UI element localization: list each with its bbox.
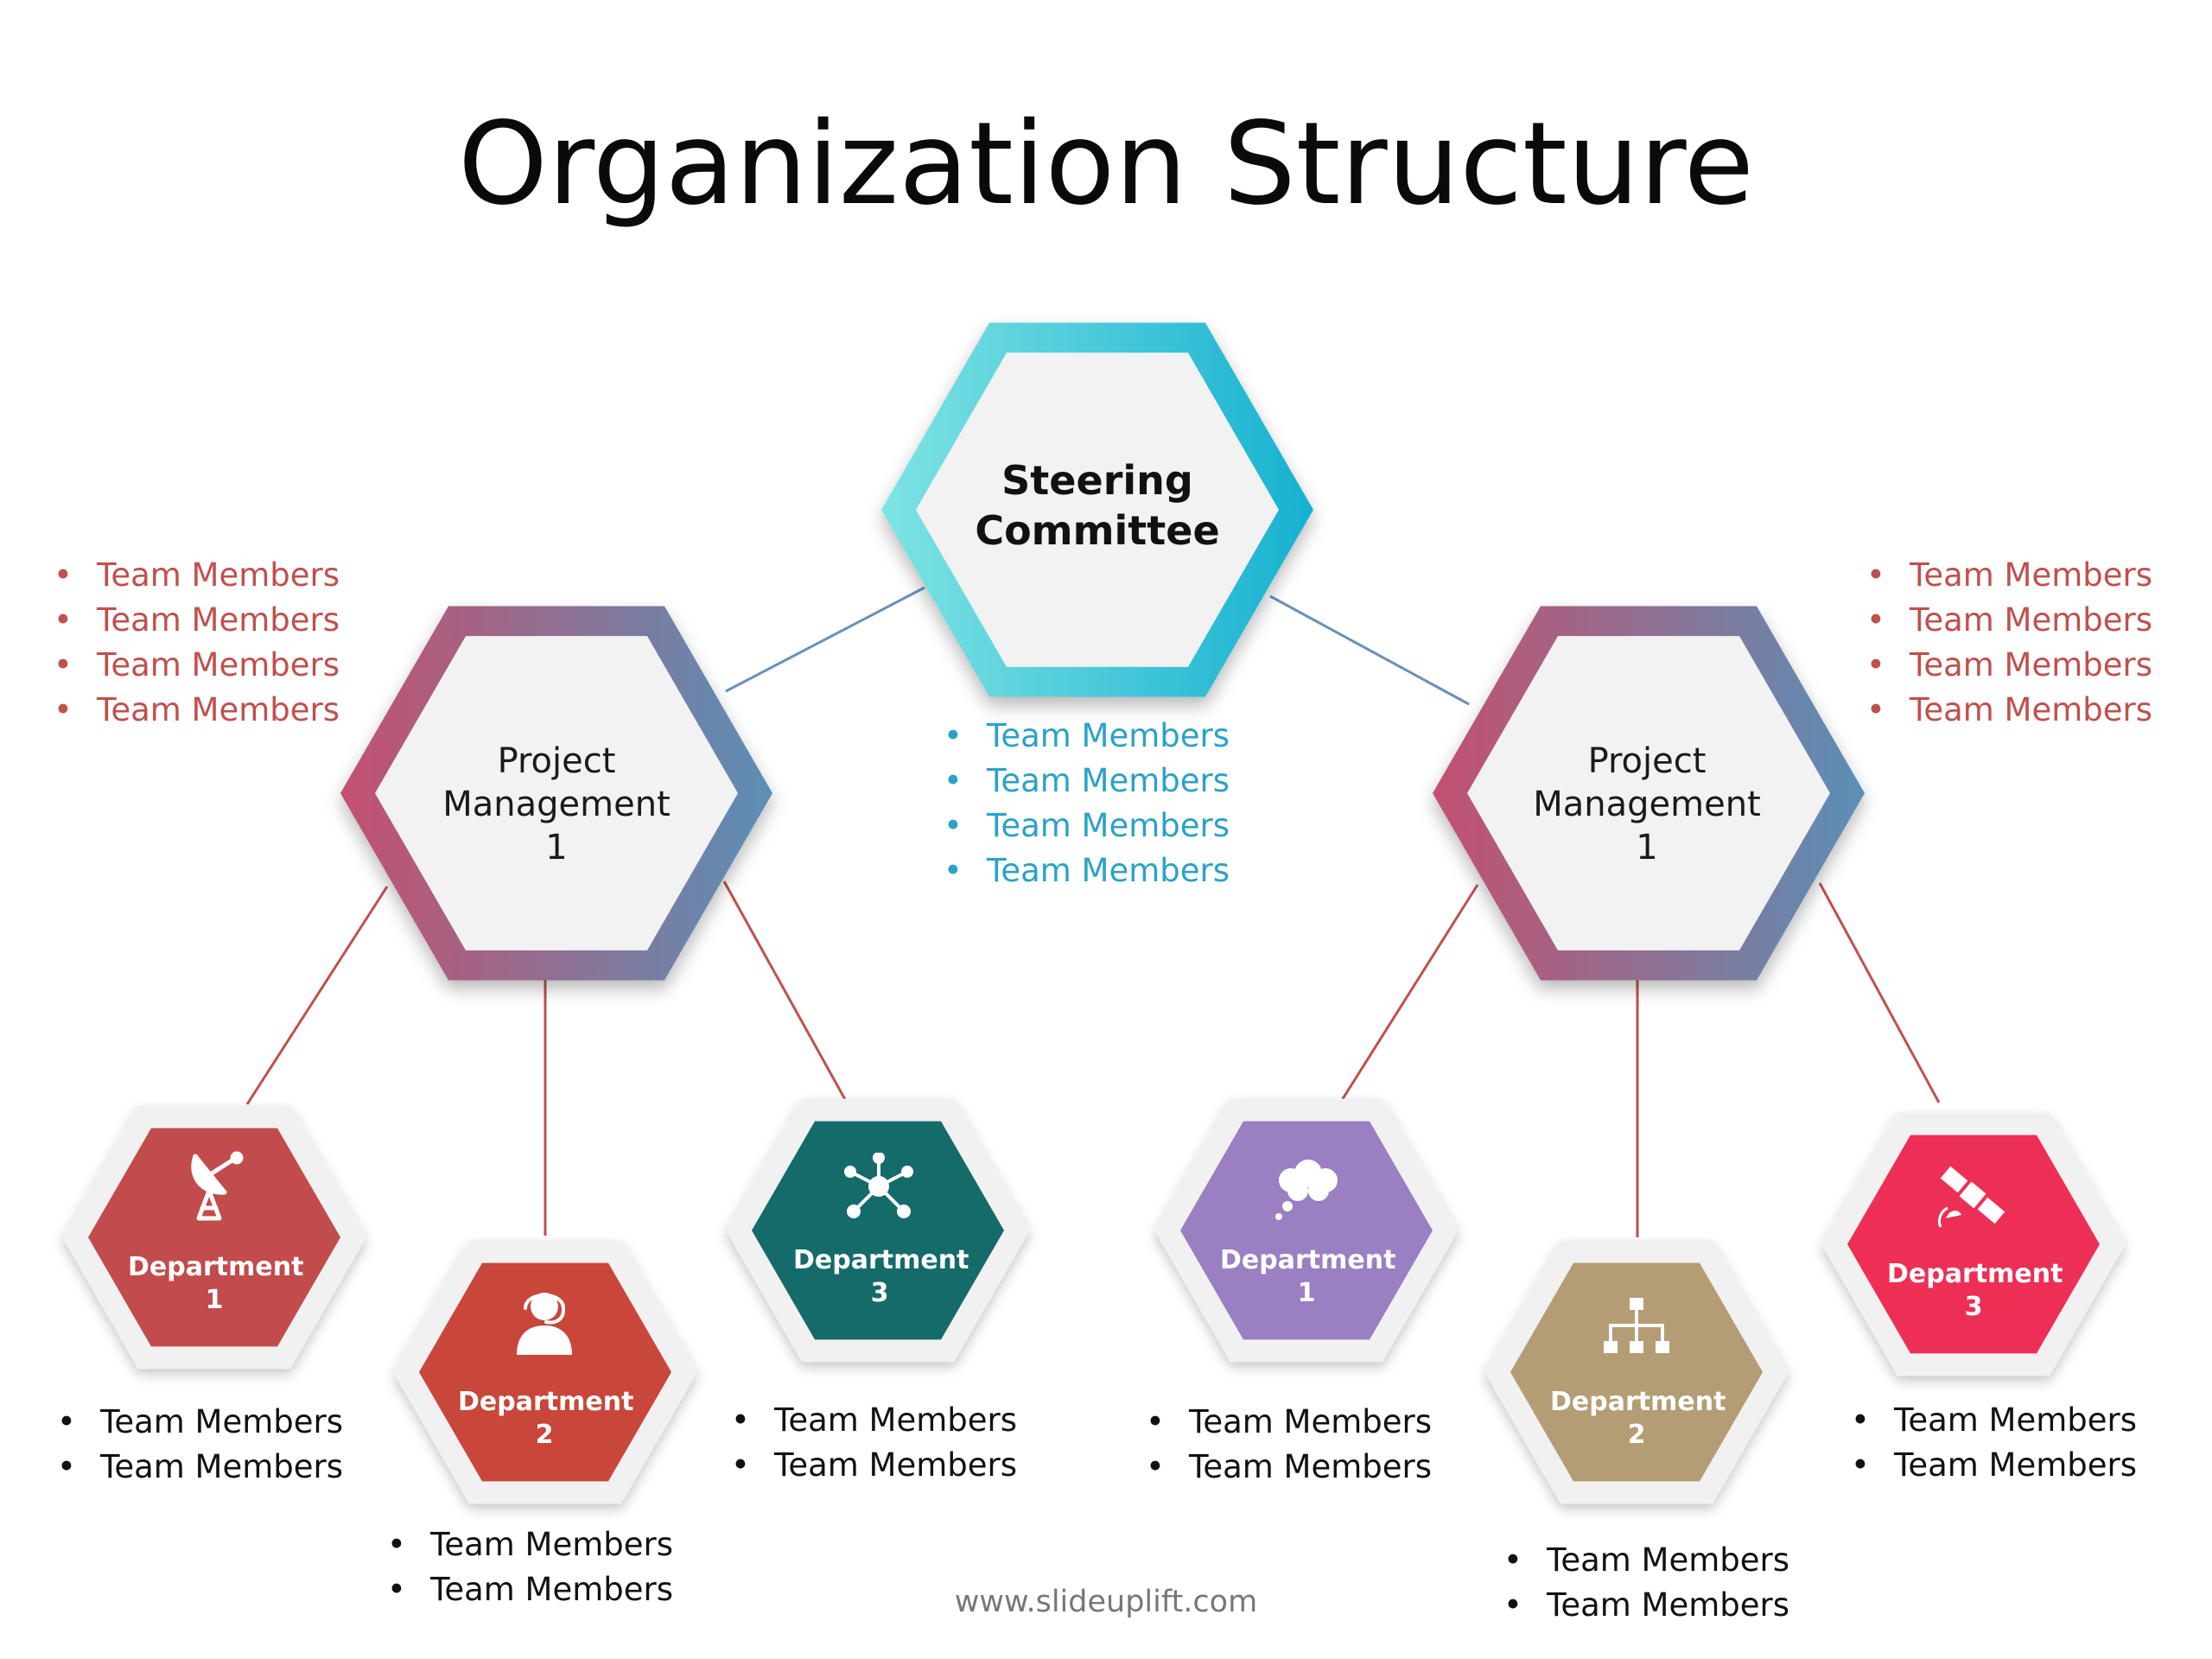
dept-right-1-members: Team Members Team Members	[1146, 1400, 1432, 1490]
steering-committee-label: Steering Committee	[925, 456, 1270, 556]
dept-left-3-title: Department	[793, 1245, 969, 1275]
satellite-icon	[1937, 1166, 2005, 1228]
dept-right-1-hex-fill	[1180, 1121, 1433, 1340]
list-item: Team Members	[1866, 553, 2152, 598]
list-item: Team Members	[944, 759, 1230, 804]
list-item: Team Members	[1851, 1443, 2137, 1488]
dept-left-1-hex-fill	[88, 1128, 340, 1347]
pm-left-hex-fill	[375, 636, 738, 950]
pm-left-label-line2: Management	[442, 785, 671, 824]
pm-right-label-line1: Project	[1587, 741, 1707, 781]
dept-right-3-hex-fill	[1847, 1135, 2100, 1354]
steering-label-line1: Steering	[1001, 457, 1193, 504]
headset-person-icon	[517, 1293, 572, 1355]
pm-left-label-line1: Project	[497, 741, 616, 781]
dept-left-3-members: Team Members Team Members	[731, 1398, 1017, 1488]
list-item: Team Members	[57, 1400, 343, 1445]
list-item: Team Members	[731, 1398, 1017, 1443]
pm-left-label: Project Management 1	[384, 740, 729, 869]
dept-right-2-hex-fill	[1510, 1262, 1763, 1482]
connector-pm-right-dept-1	[1338, 884, 1479, 1105]
list-item: Team Members	[1503, 1583, 1789, 1628]
pm-left-label-line3: 1	[545, 828, 568, 868]
list-item: Team Members	[944, 804, 1230, 849]
list-item: Team Members	[731, 1443, 1017, 1488]
dept-left-3-label: Department 3	[793, 1244, 969, 1309]
dept-right-3-label: Department 3	[1887, 1258, 2063, 1323]
list-item: Team Members	[387, 1567, 673, 1612]
connector-steering-pm-left	[725, 586, 925, 693]
list-item: Team Members	[1866, 643, 2152, 688]
dept-right-3-members: Team Members Team Members	[1851, 1398, 2137, 1488]
dept-left-2-members: Team Members Team Members	[387, 1522, 673, 1612]
list-item: Team Members	[1851, 1398, 2137, 1443]
connector-pm-right-dept-3	[722, 880, 849, 1103]
list-item: Team Members	[1866, 688, 2152, 733]
pm-right-label: Project Management 1	[1474, 740, 1820, 869]
dept-right-1-title: Department	[1220, 1245, 1396, 1275]
list-item: Team Members	[54, 553, 340, 598]
list-item: Team Members	[1146, 1445, 1432, 1490]
list-item: Team Members	[54, 598, 340, 643]
steering-members-list: Team Members Team Members Team Members T…	[944, 714, 1230, 893]
connector-pm-left-dept-1	[245, 886, 389, 1105]
pm-left-members-list: Team Members Team Members Team Members T…	[54, 553, 340, 733]
network-hub-icon	[844, 1153, 913, 1218]
dept-right-1-number: 1	[1297, 1277, 1316, 1308]
list-item: Team Members	[944, 849, 1230, 893]
dept-right-2-members: Team Members Team Members	[1503, 1538, 1789, 1628]
list-item: Team Members	[1503, 1538, 1789, 1583]
connector-pm-right-dept-3b	[1818, 882, 1941, 1103]
dept-left-1-title: Department	[128, 1252, 304, 1282]
dept-left-2-number: 2	[535, 1419, 554, 1450]
list-item: Team Members	[1146, 1400, 1432, 1445]
dept-right-2-number: 2	[1627, 1419, 1646, 1450]
dept-right-3-number: 3	[1964, 1291, 1983, 1322]
dept-left-1-members: Team Members Team Members	[57, 1400, 343, 1490]
dept-left-1-label: Department 1	[128, 1251, 304, 1316]
pm-right-hex-fill	[1467, 636, 1830, 950]
steering-label-line2: Committee	[975, 506, 1220, 554]
dept-left-1-number: 1	[205, 1284, 224, 1315]
footer-website: www.slideuplift.com	[954, 1585, 1258, 1619]
slide-title: Organization Structure	[458, 98, 1754, 231]
dept-left-3-number: 3	[870, 1277, 889, 1308]
dept-right-2-title: Department	[1550, 1387, 1726, 1417]
list-item: Team Members	[944, 714, 1230, 759]
dept-left-2-hex-fill	[419, 1262, 671, 1482]
list-item: Team Members	[387, 1522, 673, 1567]
list-item: Team Members	[1866, 598, 2152, 643]
dept-left-2-label: Department 2	[458, 1386, 634, 1451]
list-item: Team Members	[57, 1445, 343, 1490]
list-item: Team Members	[54, 688, 340, 733]
dept-right-2-label: Department 2	[1550, 1386, 1726, 1451]
dept-left-3-hex-fill	[752, 1121, 1004, 1340]
dept-right-3-title: Department	[1887, 1259, 2063, 1289]
pm-right-members-list: Team Members Team Members Team Members T…	[1866, 553, 2152, 733]
thought-cloud-icon	[1275, 1160, 1338, 1220]
connector-steering-pm-right	[1269, 594, 1470, 706]
pm-right-label-line2: Management	[1533, 785, 1761, 824]
org-chart-icon	[1604, 1298, 1669, 1353]
dept-right-1-label: Department 1	[1220, 1244, 1396, 1309]
satellite-dish-icon	[191, 1151, 244, 1221]
list-item: Team Members	[54, 643, 340, 688]
pm-right-label-line3: 1	[1636, 828, 1658, 868]
dept-left-2-title: Department	[458, 1387, 634, 1417]
steering-hex-fill	[916, 353, 1279, 667]
